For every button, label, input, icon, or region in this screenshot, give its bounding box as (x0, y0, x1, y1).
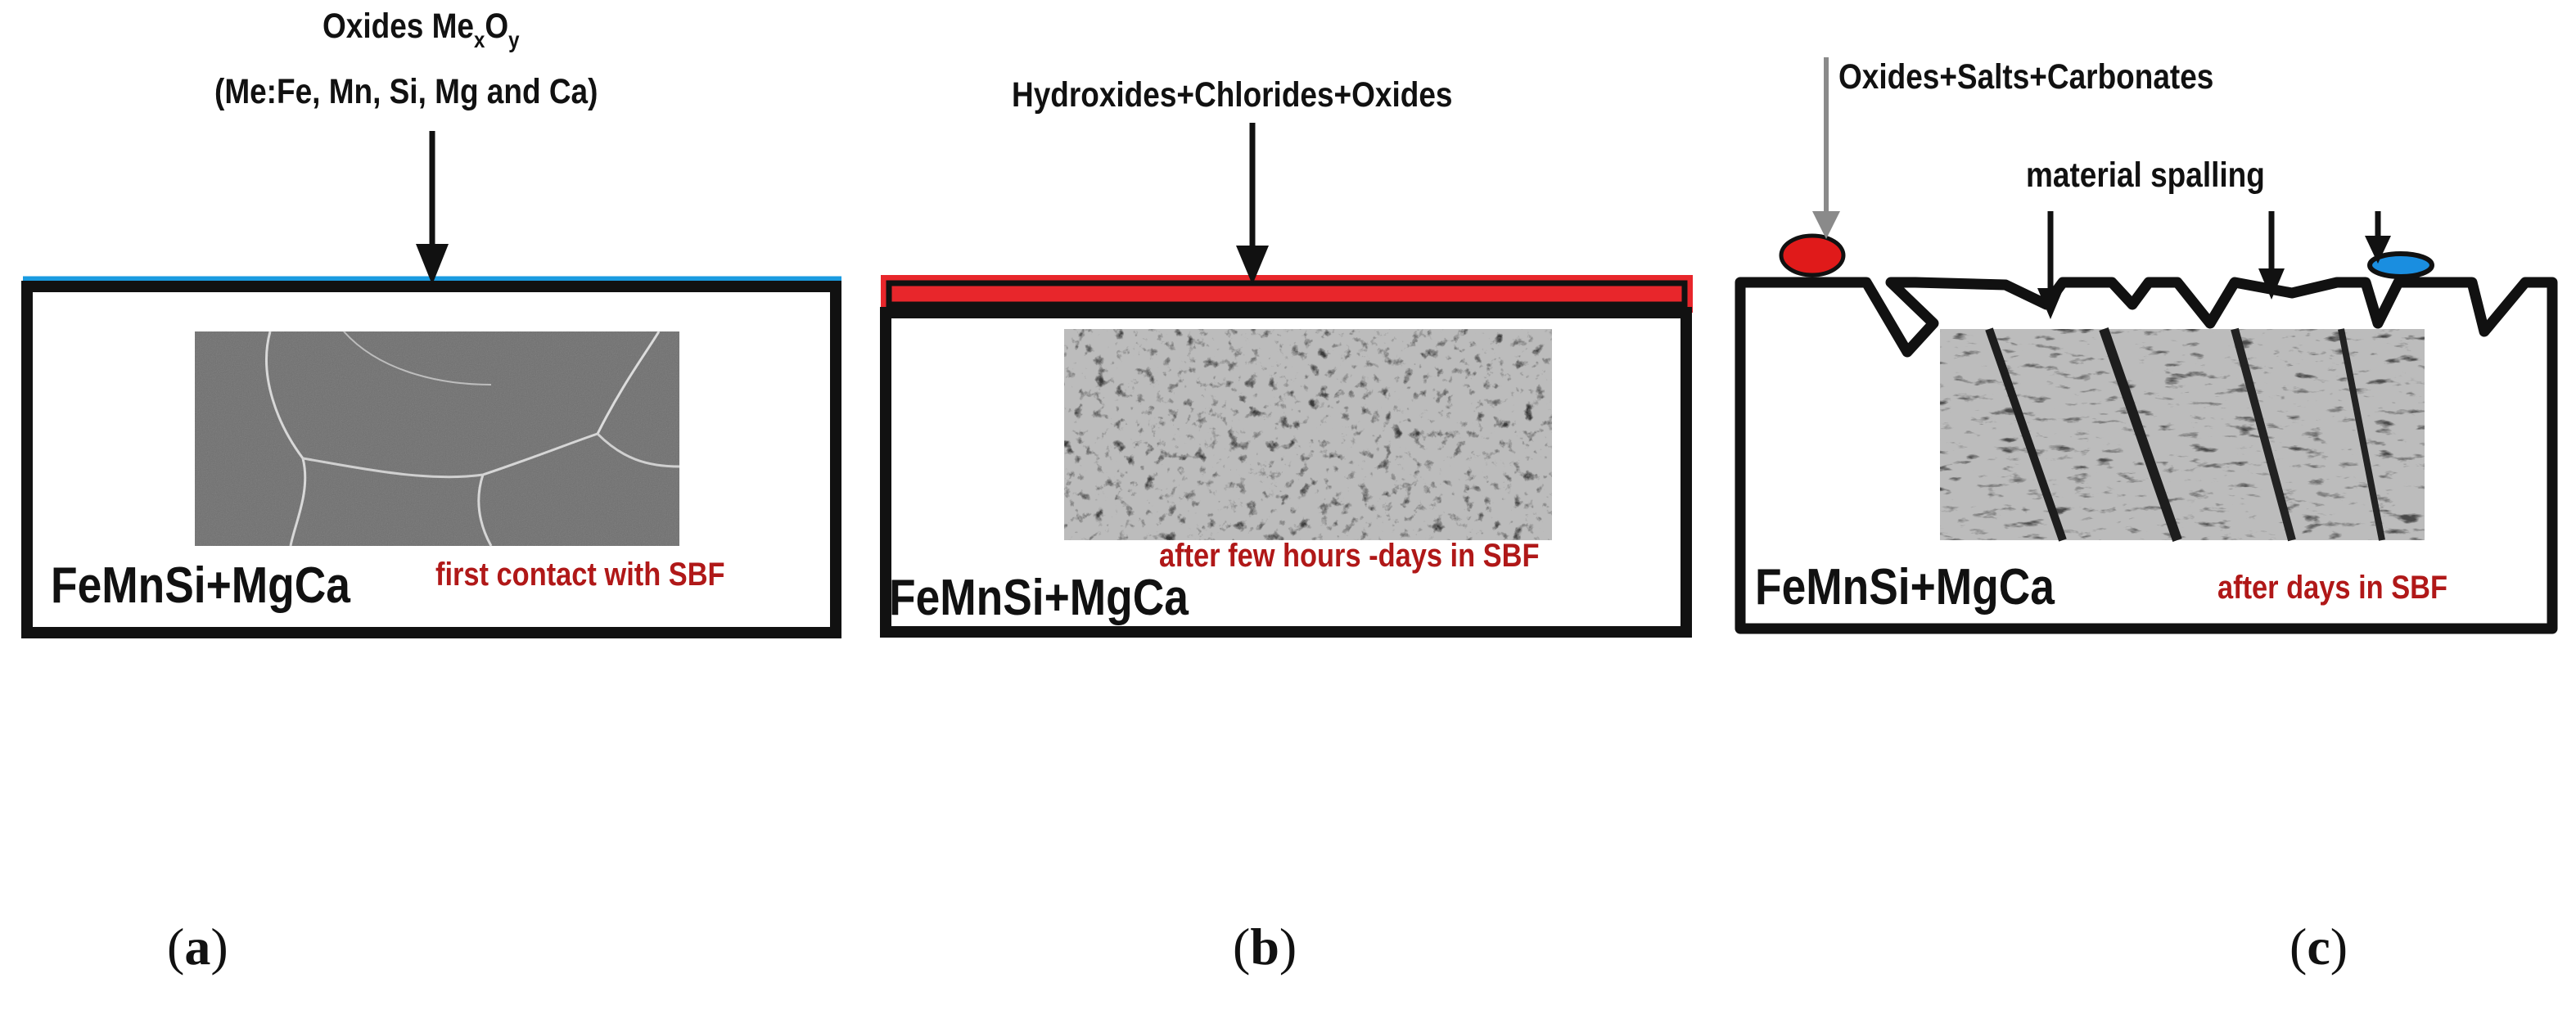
material-label: FeMnSi+MgCa (1755, 559, 2055, 615)
spalled-substrate-outline (1735, 277, 2558, 634)
substrate-box (880, 307, 1692, 638)
micrograph-image (1940, 327, 2425, 542)
panel-c: Oxides+Salts+Carbonates material spallin… (1719, 0, 2576, 1019)
red-deposit (1779, 233, 1846, 277)
condition-label: after days in SBF (2217, 570, 2448, 606)
arrow-head (1236, 246, 1269, 285)
gray-arrow-head (1812, 211, 1840, 239)
material-label: FeMnSi+MgCa (889, 570, 1189, 626)
panel-c-drawing (1735, 57, 2558, 634)
material-label: FeMnSi+MgCa (51, 557, 350, 614)
caption-b: (b) (1233, 918, 1297, 976)
micrograph-image (1064, 329, 1552, 540)
substrate-box (21, 281, 841, 638)
blue-deposit (2367, 251, 2434, 279)
panel-a: Oxides MexOy (Me:Fe, Mn, Si, Mg and Ca) … (0, 0, 859, 1019)
arrow-head (416, 244, 449, 285)
micrograph-image (195, 331, 680, 547)
condition-label: first contact with SBF (435, 557, 725, 593)
annotation-elements: (Me:Fe, Mn, Si, Mg and Ca) (214, 72, 598, 111)
annotation-oxides: Oxides MexOy (323, 7, 520, 52)
caption-a: (a) (167, 918, 228, 976)
condition-label: after few hours -days in SBF (1159, 538, 1540, 574)
annotation-spalling: material spalling (2026, 156, 2265, 195)
annotation-layer: Hydroxides+Chlorides+Oxides (1012, 75, 1453, 115)
panel-b-drawing (880, 123, 1693, 638)
annotation-deposits: Oxides+Salts+Carbonates (1838, 57, 2214, 97)
panel-a-drawing (21, 131, 841, 638)
caption-c: (c) (2290, 918, 2348, 976)
panel-b: Hydroxides+Chlorides+Oxides FeMnSi+MgCa … (859, 0, 1719, 1019)
